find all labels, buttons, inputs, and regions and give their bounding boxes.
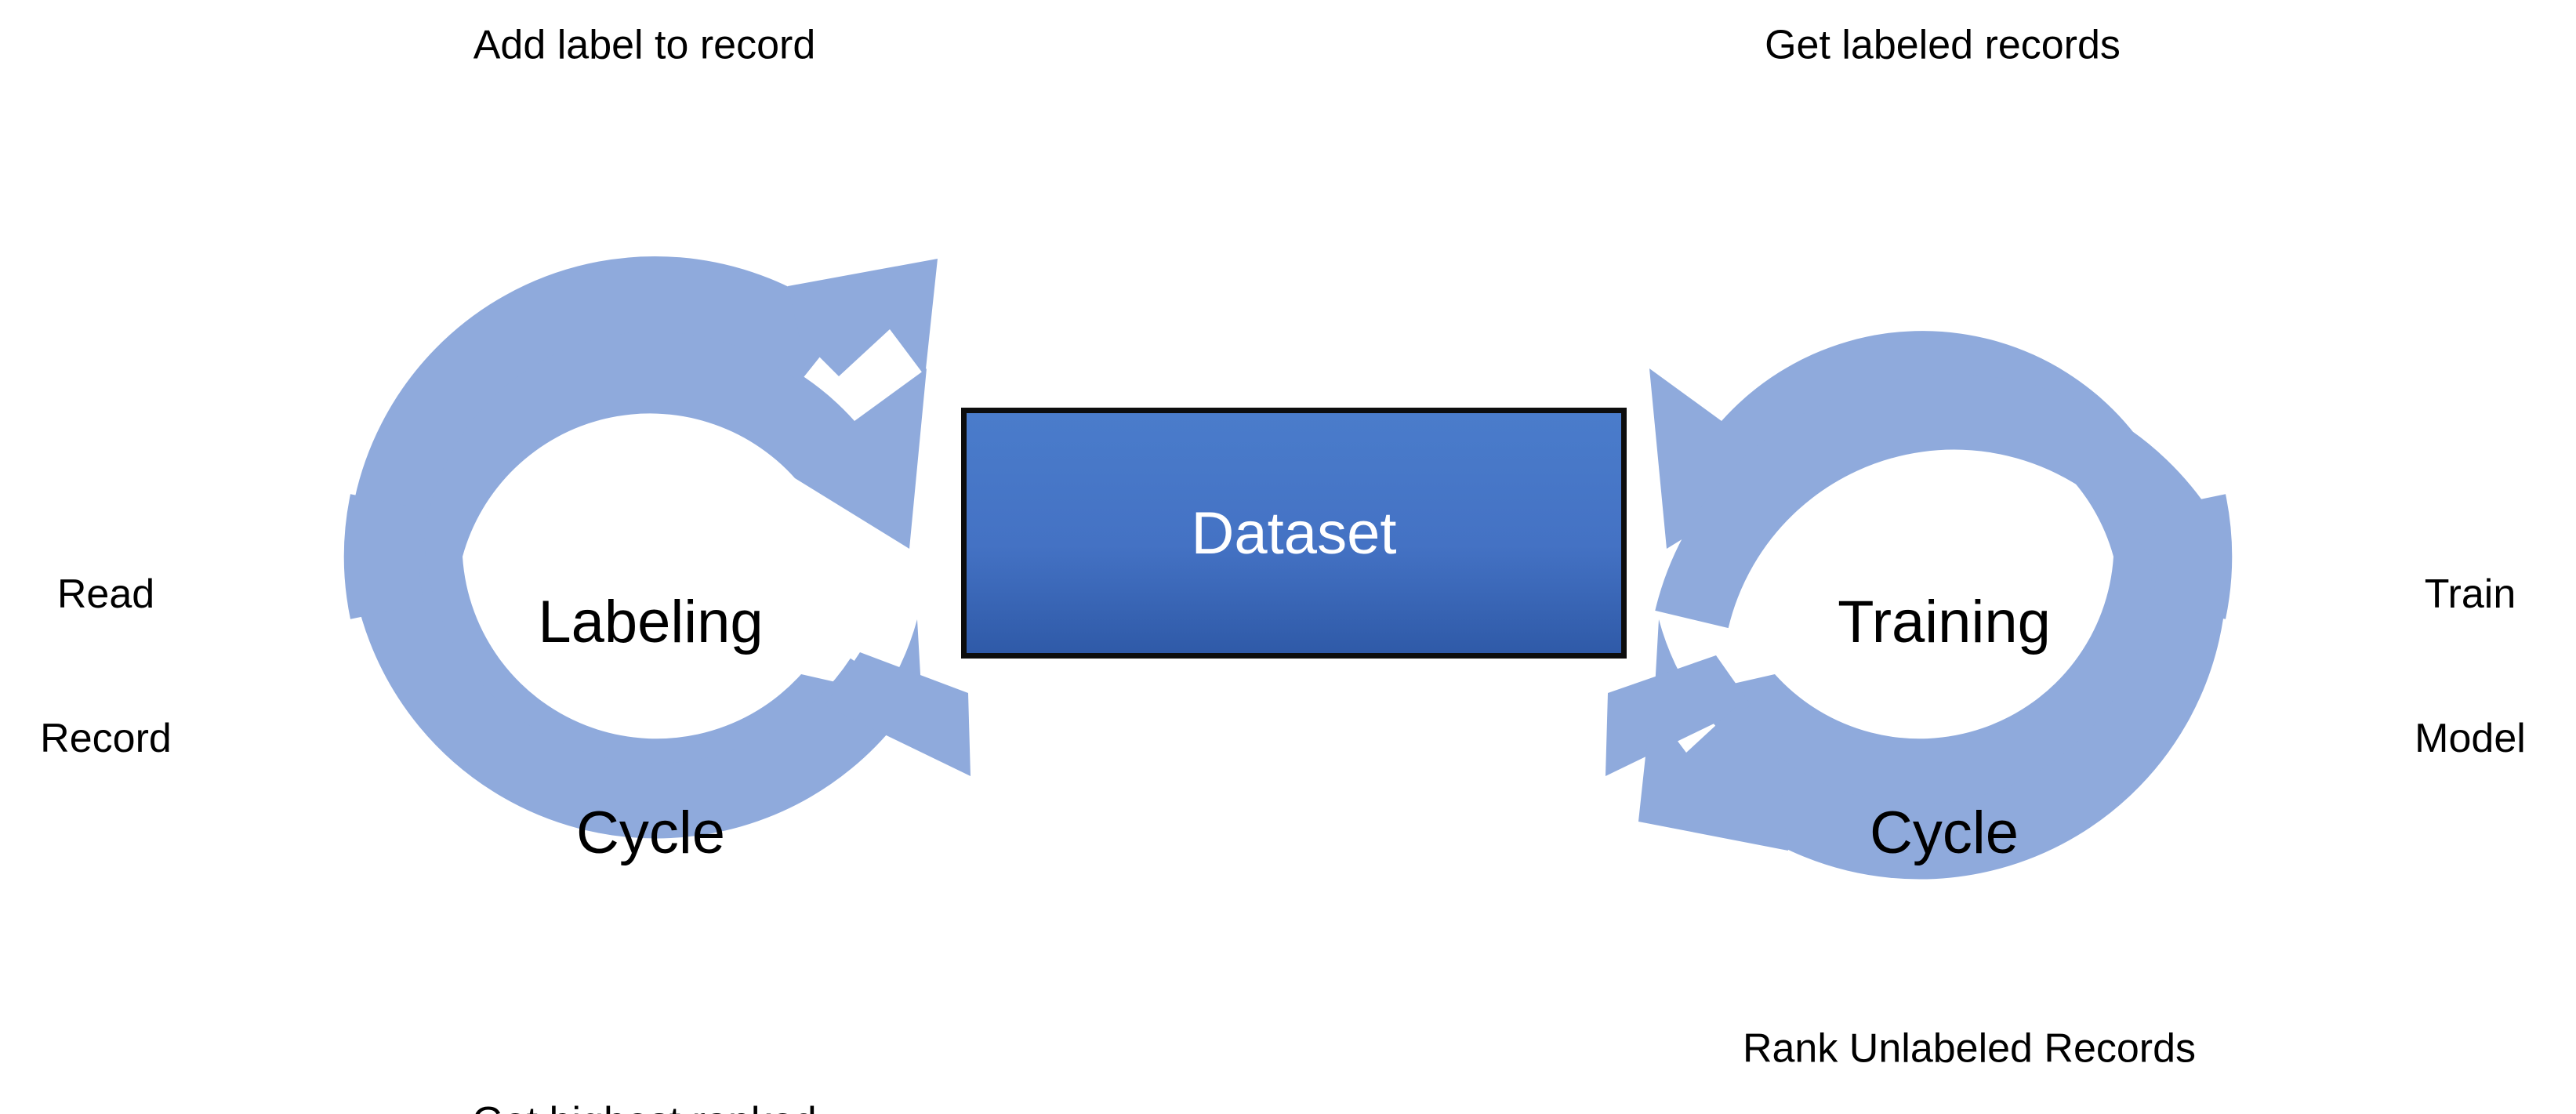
- training-cycle-top-arrow: [1649, 331, 2189, 557]
- edge-label-train-model-line2: Model: [2415, 715, 2526, 761]
- labeling-cycle-top-arrow: [387, 331, 927, 557]
- training-cycle-bottom-arrow: [1654, 557, 2189, 819]
- labeling-top-arrowhead: [788, 259, 938, 376]
- cycle-title-labeling: Labeling Cycle: [486, 447, 815, 1009]
- dataset-node-label: Dataset: [1191, 499, 1397, 567]
- labeling-bottom-tail: [825, 652, 971, 776]
- edge-label-rank-unlabeled-records: Rank Unlabeled Records: [1742, 1025, 2197, 1072]
- training-right-ring-seam: [2151, 494, 2233, 619]
- edge-label-read-record: Read Record: [24, 474, 188, 859]
- edge-label-read-record-line2: Record: [40, 715, 172, 761]
- cycle-title-labeling-line2: Cycle: [575, 800, 726, 867]
- labeling-bottom-band: [350, 546, 914, 839]
- training-top-band: [1655, 374, 2222, 629]
- edge-label-train-model: Train Model: [2388, 474, 2552, 859]
- labeling-top-band: [347, 256, 847, 601]
- cycle-title-training-line1: Training: [1838, 589, 2051, 656]
- edge-label-read-record-line1: Read: [56, 571, 155, 617]
- edge-label-get-labeled-records: Get labeled records: [1765, 22, 2121, 68]
- edge-label-train-model-line1: Train: [2424, 571, 2516, 617]
- cycle-title-labeling-line1: Labeling: [538, 589, 764, 656]
- cycle-title-training: Training Cycle: [1780, 447, 2109, 1009]
- training-top-tail: [1605, 655, 1751, 776]
- training-bottom-band: [1729, 554, 2227, 880]
- edge-label-get-highest-ranked-unlabeled-record: Get highest ranked Unlabeled record: [401, 1002, 887, 1114]
- dataset-node[interactable]: Dataset: [961, 408, 1627, 659]
- cycle-title-training-line2: Cycle: [1869, 800, 2019, 867]
- edge-label-add-label-to-record: Add label to record: [473, 22, 816, 68]
- edge-label-get-highest-ranked-line1: Get highest ranked: [401, 1098, 887, 1114]
- labeling-left-ring-seam: [343, 494, 425, 619]
- training-bottom-arrowhead: [1638, 706, 1788, 851]
